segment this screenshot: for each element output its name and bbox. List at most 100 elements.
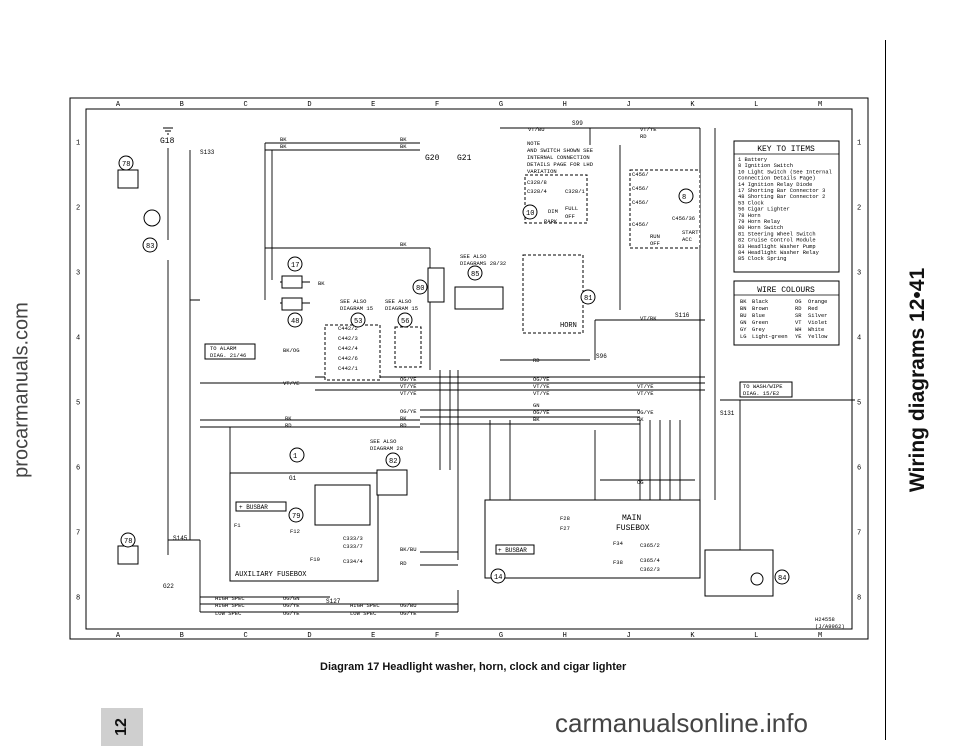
key-item: 81 Steering Wheel Switch <box>738 231 816 237</box>
svg-text:F1: F1 <box>234 522 241 529</box>
grid-col-bottom-J: J <box>626 632 630 640</box>
svg-text:C365/4: C365/4 <box>640 557 661 564</box>
wire-colour-cell: OG <box>795 299 801 305</box>
svg-text:84: 84 <box>778 575 786 583</box>
svg-text:G22: G22 <box>163 583 174 590</box>
wire-colour-labels: VT/BU VT/YE RD BK BK BK BK BK BK BK/OG R… <box>280 126 657 617</box>
key-item: Connection Details Page) <box>738 176 816 182</box>
main-fusebox: MAIN FUSEBOX + BUSBAR 14 <box>484 499 701 584</box>
wire-colour-cell: WH <box>795 327 801 333</box>
svg-text:SEE ALSO: SEE ALSO <box>370 438 397 445</box>
svg-text:85: 85 <box>471 271 479 279</box>
svg-text:VT/BU: VT/BU <box>528 126 545 133</box>
svg-text:OG: OG <box>637 479 644 486</box>
grid-col-bottom-M: M <box>818 632 822 640</box>
grid-row-right-8: 8 <box>857 595 861 603</box>
grid-col-top-F: F <box>435 101 439 109</box>
svg-text:83: 83 <box>146 243 154 251</box>
svg-text:C362/3: C362/3 <box>640 566 660 573</box>
grid-col-bottom-L: L <box>754 632 758 640</box>
svg-text:78: 78 <box>122 161 130 169</box>
svg-text:80: 80 <box>416 285 424 293</box>
wire-colour-cell: BU <box>740 313 746 319</box>
steering-wheel-switch-81: 81 HORN <box>522 254 596 334</box>
grid-row-left-8: 8 <box>76 595 80 603</box>
clock-spring-85: 85 <box>454 265 504 310</box>
svg-text:LOW SPEC: LOW SPEC <box>350 610 377 617</box>
svg-text:OG/YE: OG/YE <box>283 610 300 617</box>
svg-text:C456/36: C456/36 <box>672 215 695 222</box>
shorting-bar-48: 48 <box>281 297 303 328</box>
svg-text:FULL: FULL <box>565 205 578 212</box>
svg-text:10: 10 <box>526 210 534 218</box>
grid-col-bottom-A: A <box>116 632 121 640</box>
grid-row-left-2: 2 <box>76 205 80 213</box>
svg-text:56: 56 <box>401 318 409 326</box>
svg-text:AND SWITCH SHOWN SEE: AND SWITCH SHOWN SEE <box>527 147 594 154</box>
svg-text:OG/YE: OG/YE <box>533 409 550 416</box>
svg-text:RD: RD <box>640 133 647 140</box>
connector-labels: C442/2 C442/3 C442/4 C442/6 C442/1 C328/… <box>234 171 695 573</box>
svg-text:OFF: OFF <box>650 240 660 247</box>
switch-position-labels: FULL DIM OFF PARK START RUN ACC OFF <box>544 205 699 247</box>
wire-colour-cell: Blue <box>752 313 765 319</box>
diagram-caption: Diagram 17 Headlight washer, horn, clock… <box>320 661 627 673</box>
svg-text:LOW SPEC: LOW SPEC <box>215 610 242 617</box>
svg-text:+ BUSBAR: + BUSBAR <box>239 504 268 511</box>
svg-text:DIAGRAM 28: DIAGRAM 28 <box>370 445 403 452</box>
svg-text:START: START <box>682 229 699 236</box>
svg-text:OG/GN: OG/GN <box>283 595 300 602</box>
svg-text:INTERNAL CONNECTION: INTERNAL CONNECTION <box>527 154 590 161</box>
svg-text:PARK: PARK <box>544 218 558 225</box>
key-item: 17 Shorting Bar Connector 3 <box>738 188 825 194</box>
svg-text:G18: G18 <box>160 137 175 146</box>
ground-g18: G18 <box>160 127 175 146</box>
grid-row-right-4: 4 <box>857 335 861 343</box>
svg-text:OG/YE: OG/YE <box>283 602 300 609</box>
svg-text:OG/BU: OG/BU <box>400 602 417 609</box>
key-item: 79 Horn Relay <box>738 219 781 225</box>
svg-text:BK: BK <box>285 415 292 422</box>
wire-colour-cell: GN <box>740 320 746 326</box>
svg-text:78: 78 <box>124 538 132 546</box>
svg-text:RD: RD <box>533 357 540 364</box>
alarm-reference: TO ALARM DIAG. 21/46 <box>204 343 256 360</box>
key-item: 78 Horn <box>738 213 761 219</box>
ignition-switch-8: 8 <box>629 169 701 249</box>
svg-text:VT/YE: VT/YE <box>637 383 654 390</box>
svg-text:DIAG. 21/46: DIAG. 21/46 <box>210 352 246 359</box>
wire-colour-cell: Black <box>752 299 768 305</box>
grid-row-right-2: 2 <box>857 205 861 213</box>
splice-labels: S133 S99 S116 S96 S145 S127 S131 G1 G22 <box>163 120 735 605</box>
page-edge-rule <box>885 40 886 740</box>
svg-text:FUSEBOX: FUSEBOX <box>616 524 650 533</box>
svg-text:VARIATION: VARIATION <box>527 168 557 175</box>
grid-col-top-B: B <box>180 101 184 109</box>
svg-text:C333/7: C333/7 <box>343 543 363 550</box>
wire-colour-cell: VT <box>795 320 802 326</box>
svg-text:BK: BK <box>318 280 325 287</box>
wire-colour-cell: LG <box>740 334 746 340</box>
svg-text:HIGH SPEC: HIGH SPEC <box>215 595 245 602</box>
svg-text:C456/: C456/ <box>632 185 649 192</box>
key-item: 1 Battery <box>738 157 768 163</box>
diagram-inner-frame <box>85 108 853 630</box>
svg-text:OG/YE: OG/YE <box>400 376 417 383</box>
battery-1: 1 <box>289 447 305 463</box>
svg-text:HIGH SPEC: HIGH SPEC <box>350 602 380 609</box>
svg-text:C456/: C456/ <box>632 171 649 178</box>
cruise-module-82: 82 <box>376 452 408 496</box>
svg-text:BK/BU: BK/BU <box>400 546 417 553</box>
svg-text:C365/2: C365/2 <box>640 542 660 549</box>
grid-col-bottom-G: G <box>499 632 503 640</box>
wire-colour-cell: BK <box>740 299 747 305</box>
washer-relay-84: 84 <box>704 549 790 597</box>
svg-text:79: 79 <box>292 513 300 521</box>
wire-colour-cell: Orange <box>808 299 827 305</box>
svg-text:H24558: H24558 <box>815 616 835 623</box>
svg-text:BK: BK <box>637 416 644 423</box>
grid-row-left-3: 3 <box>76 270 80 278</box>
svg-text:82: 82 <box>389 458 397 466</box>
